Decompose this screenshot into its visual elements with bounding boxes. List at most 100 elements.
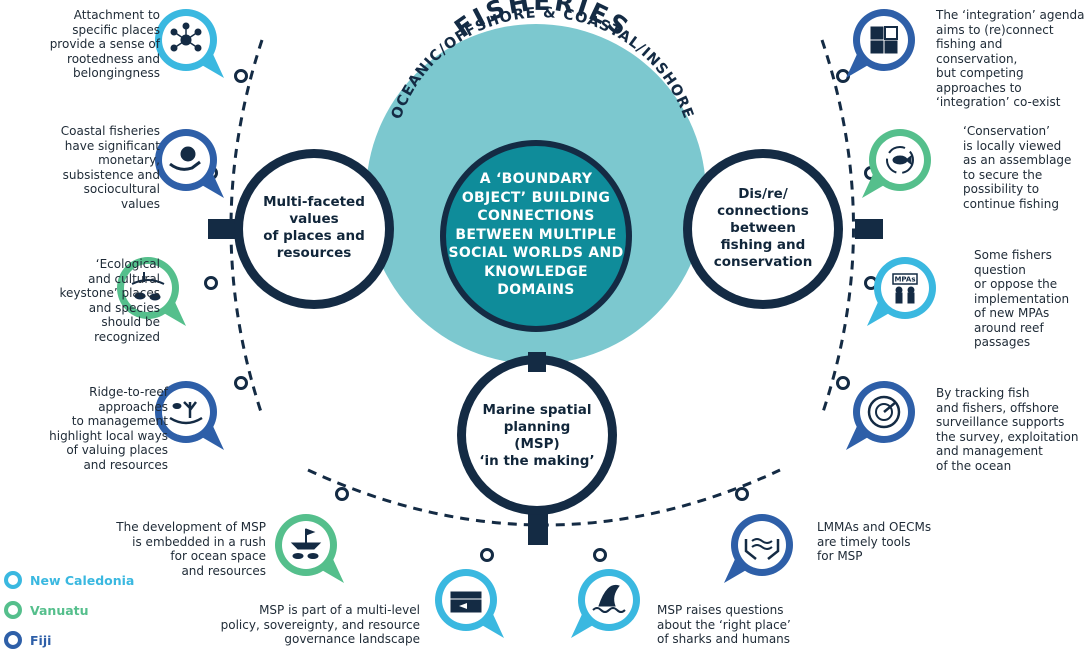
left-item-line: and resources bbox=[83, 457, 168, 472]
core-line: BETWEEN MULTIPLE bbox=[455, 226, 617, 243]
bottom-item-line: of sharks and humans bbox=[657, 632, 791, 646]
right-item-line: By tracking fish bbox=[936, 386, 1030, 400]
right-item-line: ‘Conservation’ bbox=[963, 124, 1050, 138]
right-item-line: aims to (re)connect bbox=[936, 22, 1054, 37]
left-item-line: to management bbox=[71, 414, 168, 428]
left-item-line: have significant bbox=[64, 138, 160, 153]
legend-label: Vanuatu bbox=[30, 602, 89, 618]
core-label: A ‘BOUNDARY OBJECT’ BUILDING CONNECTIONS BE… bbox=[446, 170, 626, 300]
fish-cycle-icon bbox=[862, 129, 931, 198]
bottom-arc-dot bbox=[335, 487, 349, 501]
right-item-line: fishing and conservation, bbox=[936, 37, 1018, 66]
left-item-line: Coastal fisheries bbox=[60, 124, 160, 138]
right-item-line: the survey, exploitation bbox=[936, 429, 1079, 444]
right-hub-line: fishing and bbox=[720, 237, 806, 253]
left-item-line: Ridge-to-reef bbox=[89, 385, 168, 399]
right-item-line: The ‘integration’ agenda bbox=[936, 8, 1085, 22]
right-item-line: possibility to bbox=[963, 182, 1040, 196]
puzzle-pieces-icon bbox=[846, 9, 915, 78]
core-circle bbox=[446, 146, 626, 326]
mpas-sign-label: MPAs bbox=[894, 276, 915, 284]
right-item-line: and management bbox=[936, 444, 1043, 458]
legend-ring-vanuatu bbox=[4, 601, 22, 619]
left-item-line: and species bbox=[88, 300, 160, 315]
right-item-line: around reef bbox=[974, 320, 1044, 335]
left-item-line: subsistence and bbox=[62, 167, 160, 182]
left-item-line: Attachment to bbox=[73, 8, 160, 22]
left-arc-dot bbox=[204, 276, 218, 290]
left-item-line: rootedness and bbox=[67, 51, 160, 66]
shark-fin-icon bbox=[571, 569, 640, 638]
left-item-line: specific places bbox=[72, 22, 160, 37]
left-item-line: of valuing places bbox=[66, 443, 168, 457]
left-item-line: monetary, bbox=[98, 153, 160, 167]
right-item-line: but competing bbox=[936, 66, 1024, 80]
core-line: A ‘BOUNDARY bbox=[479, 171, 593, 187]
bottom-item-line: LMMAs and OECMs bbox=[817, 520, 932, 534]
right-arc-dot bbox=[836, 376, 850, 390]
parliament-fish-icon bbox=[435, 569, 504, 638]
left-arc-dot bbox=[234, 376, 248, 390]
boat-fish-icon bbox=[275, 514, 344, 583]
bottom-item-line: governance landscape bbox=[284, 632, 420, 646]
protest-mpas-icon: MPAs bbox=[867, 257, 936, 326]
bottom-item-line: MSP raises questions bbox=[657, 603, 784, 617]
left-hub-line: resources bbox=[276, 245, 352, 261]
right-arc-dot bbox=[836, 69, 850, 83]
right-item-line: implementation bbox=[974, 291, 1070, 306]
right-dashed-arc bbox=[820, 39, 855, 416]
right-item-line: Some fishers bbox=[974, 248, 1052, 262]
left-item-line: sociocultural bbox=[83, 182, 160, 196]
bottom-item-line: is embedded in a rush bbox=[132, 534, 266, 549]
bottom-hub-line: (MSP) bbox=[514, 436, 560, 452]
bottom-item-line: for ocean space bbox=[170, 549, 266, 563]
bottom-item-line: about the ‘right place’ bbox=[657, 617, 791, 632]
island-turtle-fish-icon bbox=[117, 257, 186, 326]
right-item-line: continue fishing bbox=[963, 196, 1059, 211]
left-hub bbox=[243, 158, 385, 300]
legend-vanuatu: Vanuatu bbox=[4, 601, 89, 619]
right-hub bbox=[692, 158, 834, 300]
left-hub-line: of places and bbox=[263, 228, 365, 244]
right-hub-line: connections bbox=[717, 203, 809, 219]
left-dashed-arc bbox=[229, 39, 264, 416]
bottom-hub-line: ‘in the making’ bbox=[479, 453, 595, 469]
hands-water-icon bbox=[724, 514, 793, 583]
right-hub-line: conservation bbox=[713, 254, 813, 270]
community-network-icon bbox=[155, 9, 224, 78]
left-arc-dot bbox=[234, 69, 248, 83]
legend-label: Fiji bbox=[30, 632, 52, 648]
bottom-arc-dot bbox=[593, 548, 607, 562]
left-item-line: recognized bbox=[94, 329, 160, 344]
bottom-item-line: and resources bbox=[181, 563, 266, 578]
core-line: KNOWLEDGE bbox=[484, 263, 588, 280]
bottom-item-line: The development of MSP bbox=[116, 520, 266, 534]
legend-label: New Caledonia bbox=[30, 572, 135, 588]
bottom-hub-line: Marine spatial bbox=[482, 402, 592, 418]
core-line: CONNECTIONS bbox=[477, 208, 595, 224]
core-line: SOCIAL WORLDS AND bbox=[448, 245, 624, 261]
right-item-line: is locally viewed bbox=[963, 138, 1062, 153]
right-item-line: ‘integration’ co-exist bbox=[936, 95, 1061, 109]
left-item-line: approaches bbox=[98, 399, 168, 414]
right-item-line: passages bbox=[974, 335, 1031, 349]
legend-fiji: Fiji bbox=[4, 631, 51, 649]
bottom-item-line: policy, sovereignty, and resource bbox=[220, 617, 420, 632]
left-item-line: highlight local ways bbox=[49, 428, 168, 443]
left-item-line: should be bbox=[101, 315, 160, 329]
left-item-line: provide a sense of bbox=[49, 37, 160, 51]
bottom-item-line: are timely tools bbox=[817, 534, 911, 549]
core-line: OBJECT’ BUILDING bbox=[461, 189, 611, 206]
left-item-line: ‘Ecological bbox=[95, 257, 160, 271]
